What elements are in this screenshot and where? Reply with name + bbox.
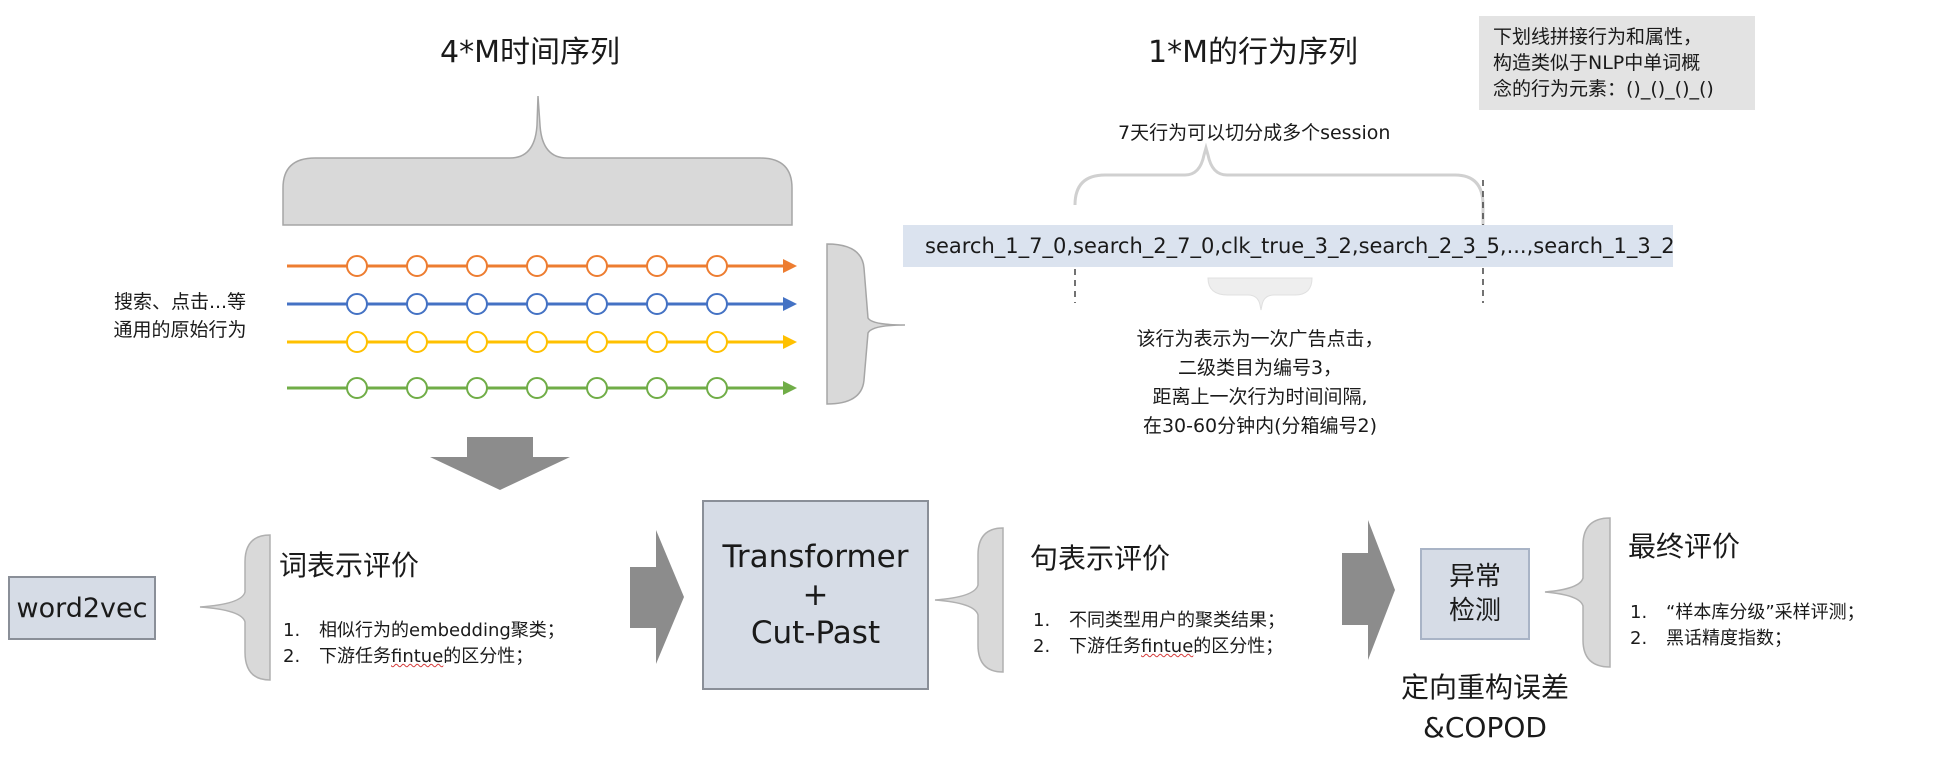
timeline-node (526, 293, 548, 315)
timeline-arrowhead (783, 297, 797, 311)
behavior-explanation: 该行为表示为一次广告点击， 二级类目为编号3， 距离上一次行为时间间隔, 在30… (1070, 325, 1450, 441)
transformer-eval-brace (934, 527, 1004, 673)
raw-behavior-line-1: 搜索、点击...等 (113, 291, 247, 313)
timeline-node (406, 255, 428, 277)
session-brace (1073, 142, 1485, 228)
timeline-node (706, 331, 728, 353)
note-line-1: 下划线拼接行为和属性， (1493, 26, 1703, 48)
final-eval-list: 1.“样本库分级”采样评测； 2.黑话精度指数； (1630, 600, 1865, 652)
word2vec-box: word2vec (8, 576, 156, 640)
word2vec-eval-list: 1.相似行为的embedding聚类； 2.下游任务fintue的区分性； (283, 618, 565, 670)
timeline-node (406, 331, 428, 353)
transformer-line-1: Transformer (722, 539, 909, 575)
behavior-sequence: search_1_7_0,search_2_7_0,clk_true_3_2,s… (903, 225, 1675, 267)
arrow-to-transformer (630, 530, 684, 664)
timeline-node (526, 255, 548, 277)
transformer-eval-list: 1.不同类型用户的聚类结果； 2.下游任务fintue的区分性； (1033, 608, 1285, 660)
timeline-arrowhead (783, 259, 797, 273)
time-series-title: 4*M时间序列 (440, 35, 620, 70)
timeline-node (406, 293, 428, 315)
word2vec-eval-brace (199, 534, 271, 681)
timeline-node (466, 293, 488, 315)
timeline-node (346, 331, 368, 353)
anomaly-detection-box: 异常 检测 (1420, 548, 1530, 640)
final-eval-brace (1544, 517, 1611, 668)
timeline-node (466, 331, 488, 353)
timeline-arrowhead (783, 335, 797, 349)
word2vec-label: word2vec (16, 592, 148, 624)
timeline-node (586, 377, 608, 399)
timeline-arrowhead (783, 381, 797, 395)
list-item: 2.下游任务fintue的区分性； (1033, 636, 1284, 657)
timeline-node (406, 377, 428, 399)
transformer-line-3: Cut-Past (750, 615, 881, 651)
note-line-3: 念的行为元素：()_()_()_() (1493, 78, 1714, 100)
transformer-line-2: + (802, 577, 829, 613)
explain-brace (1207, 277, 1313, 311)
anomaly-caption: 定向重构误差 &COPOD (1370, 668, 1600, 748)
transformer-eval-title: 句表示评价 (1030, 542, 1171, 575)
timeline-node (706, 255, 728, 277)
note-box: 下划线拼接行为和属性， 构造类似于NLP中单词概 念的行为元素：()_()_()… (1479, 16, 1755, 110)
anomaly-caption-1: 定向重构误差 (1400, 671, 1569, 704)
timeline-node (586, 331, 608, 353)
explain-line-1: 该行为表示为一次广告点击， (1136, 328, 1384, 350)
timeline-node (346, 293, 368, 315)
transformer-box: Transformer + Cut-Past (702, 500, 929, 690)
down-arrow (430, 437, 570, 490)
anomaly-caption-2: &COPOD (1423, 711, 1547, 744)
raw-behavior-line-2: 通用的原始行为 (113, 319, 247, 341)
timeline-node (586, 293, 608, 315)
list-item: 2.下游任务fintue的区分性； (283, 646, 534, 667)
explain-line-3: 距离上一次行为时间间隔, (1152, 386, 1368, 408)
timeline-node (646, 377, 668, 399)
timeline-node (586, 255, 608, 277)
word2vec-eval-title: 词表示评价 (279, 549, 420, 582)
note-line-2: 构造类似于NLP中单词概 (1493, 52, 1701, 74)
anomaly-line-2: 检测 (1448, 596, 1501, 626)
timeline-node (466, 255, 488, 277)
timeline-node (346, 377, 368, 399)
explain-line-2: 二级类目为编号3， (1177, 357, 1343, 379)
list-item: 2.黑话精度指数； (1630, 628, 1792, 649)
timeline-node (646, 255, 668, 277)
timelines (287, 255, 797, 399)
timeline-node (526, 377, 548, 399)
timeline-node (466, 377, 488, 399)
timeline-node (526, 331, 548, 353)
explain-line-4: 在30-60分钟内(分箱编号2) (1142, 415, 1378, 437)
timeline-node (346, 255, 368, 277)
session-label: 7天行为可以切分成多个session (1118, 122, 1391, 144)
raw-behavior-label: 搜索、点击...等 通用的原始行为 (95, 288, 265, 344)
anomaly-line-1: 异常 (1448, 562, 1501, 592)
timelines-right-brace (826, 243, 906, 405)
timeline-node (706, 293, 728, 315)
timeline-node (646, 293, 668, 315)
final-eval-title: 最终评价 (1628, 530, 1741, 563)
timeline-node (706, 377, 728, 399)
timeline-node (646, 331, 668, 353)
behavior-seq-title: 1*M的行为序列 (1148, 35, 1358, 70)
list-item: 1.相似行为的embedding聚类； (283, 620, 565, 641)
arrow-to-anomaly (1342, 520, 1395, 660)
top-brace (282, 95, 793, 226)
list-item: 1.不同类型用户的聚类结果； (1033, 610, 1285, 631)
list-item: 1.“样本库分级”采样评测； (1630, 602, 1865, 623)
